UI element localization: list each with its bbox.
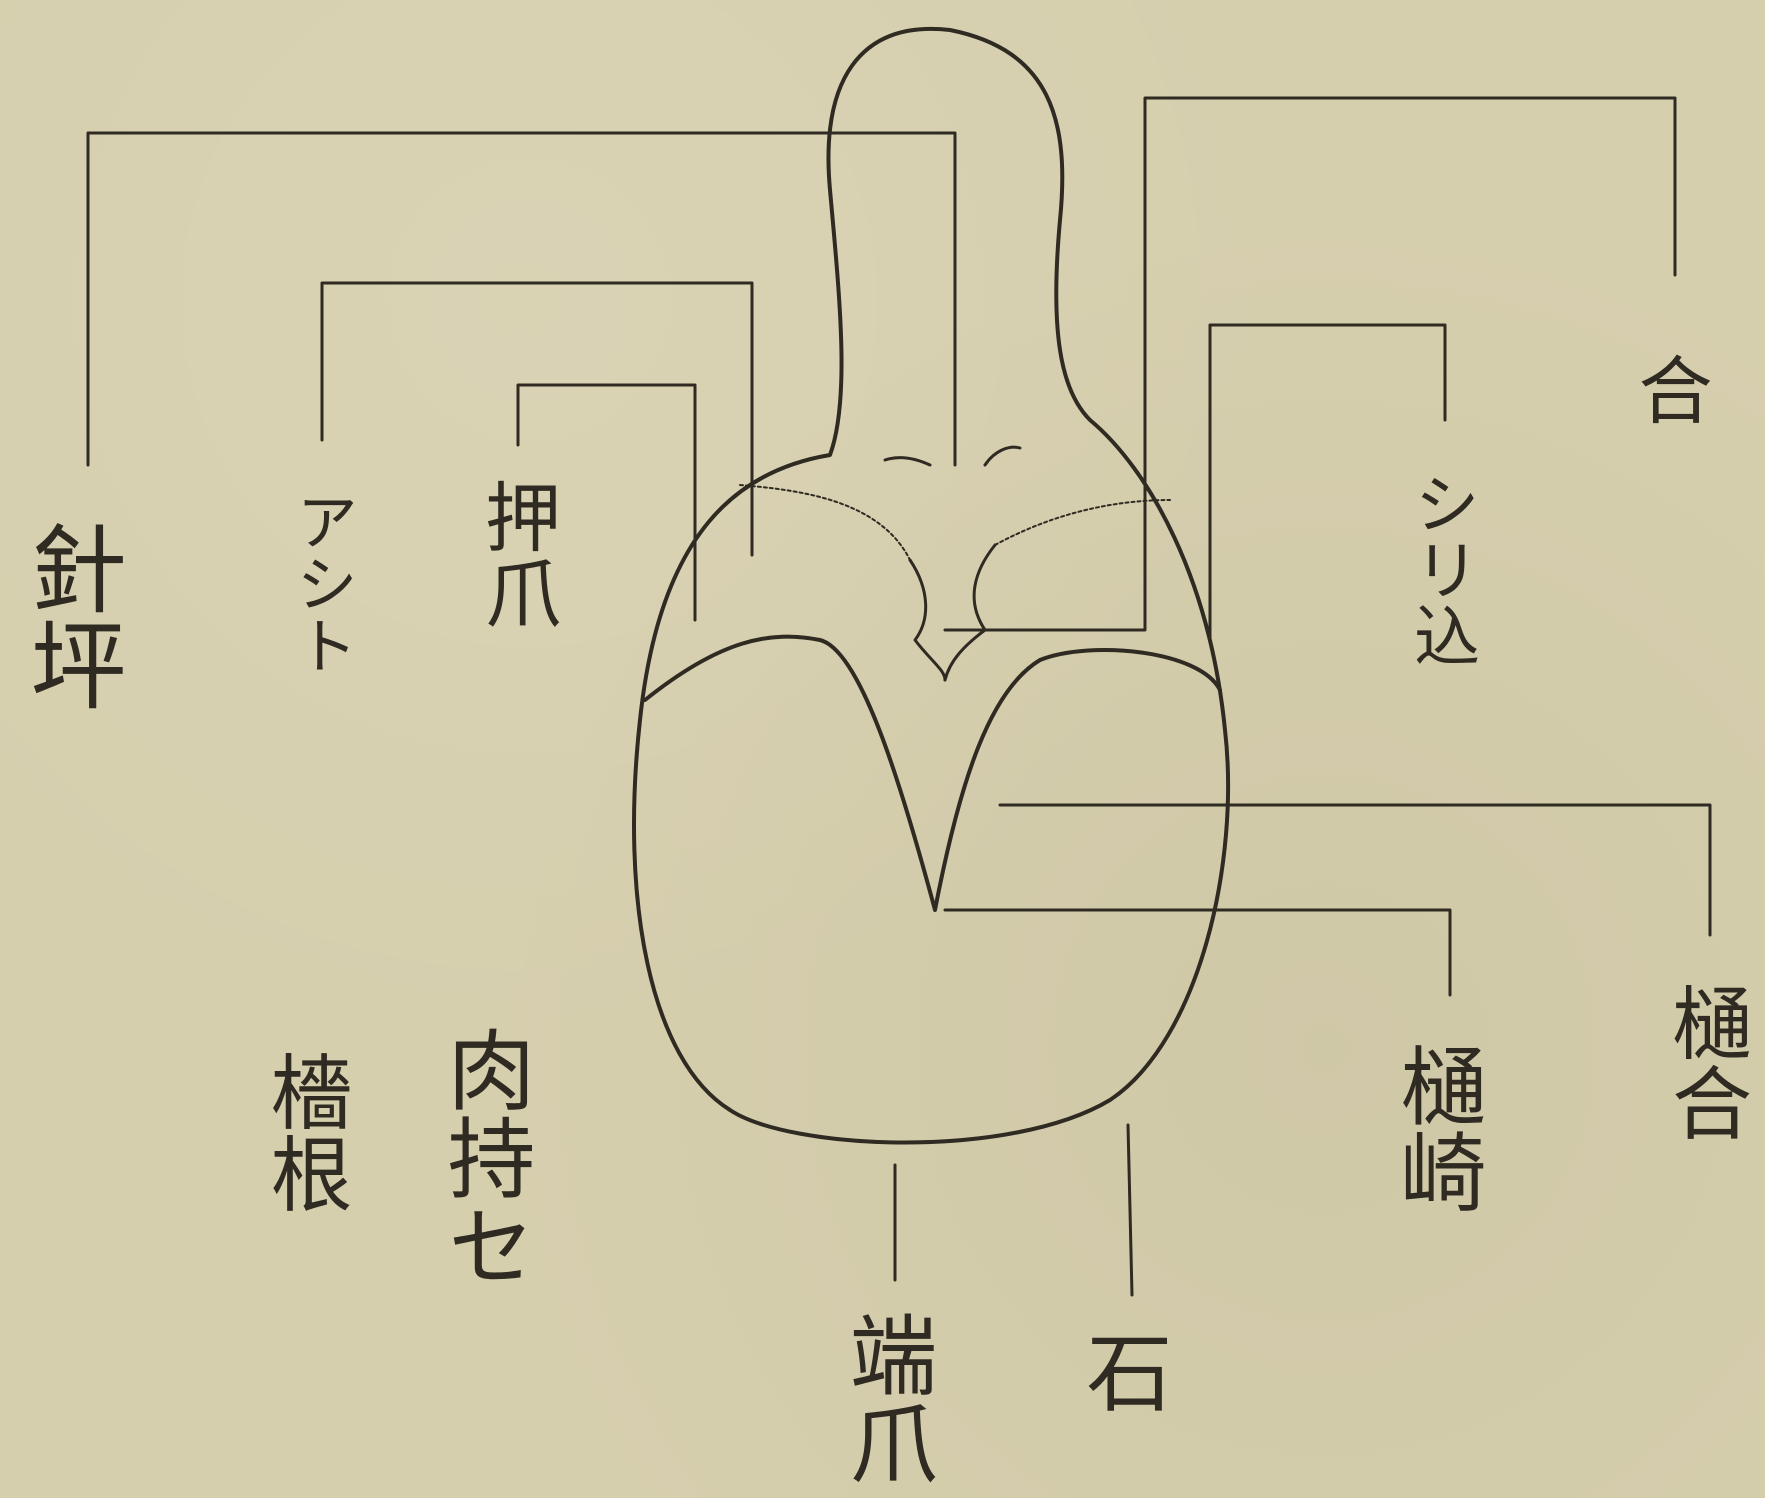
leader-shirikomi	[1208, 323, 1447, 642]
leader-hi-ai	[998, 803, 1712, 937]
leader-oshi-hatsu	[516, 383, 697, 622]
center-bulb-left	[908, 558, 947, 682]
leader-hi-saki	[943, 908, 1452, 997]
notch-left	[883, 456, 932, 467]
leader-ai-top	[943, 96, 1677, 632]
label-shirikomi: シリ込	[1403, 470, 1480, 668]
notch-right	[983, 445, 1022, 467]
label-nikumochi: 肉持セ	[433, 1025, 536, 1289]
label-ishi: 石	[1071, 1328, 1171, 1414]
label-ai-top: 合	[1626, 352, 1712, 426]
label-hi-ai: 樋合	[1659, 982, 1752, 1142]
leader-hari-tsubo	[86, 131, 957, 467]
label-kakine: 檣根	[256, 1050, 351, 1214]
label-tan-hatsu: 端爪	[835, 1310, 938, 1486]
frog-outline	[643, 634, 1222, 912]
hoof-outline	[632, 26, 1231, 1145]
label-hari-tsubo: 針坪	[14, 520, 126, 712]
hatched-arc-left	[739, 484, 911, 561]
leader-ashido	[320, 281, 754, 557]
label-oshi-hatsu: 押爪	[472, 478, 561, 630]
leader-ishi	[1126, 1123, 1134, 1297]
center-bulb-right	[943, 543, 997, 682]
label-ashido: アシト	[285, 490, 358, 676]
label-hi-saki: 樋崎	[1385, 1042, 1485, 1214]
hatched-arc-right	[994, 499, 1171, 546]
